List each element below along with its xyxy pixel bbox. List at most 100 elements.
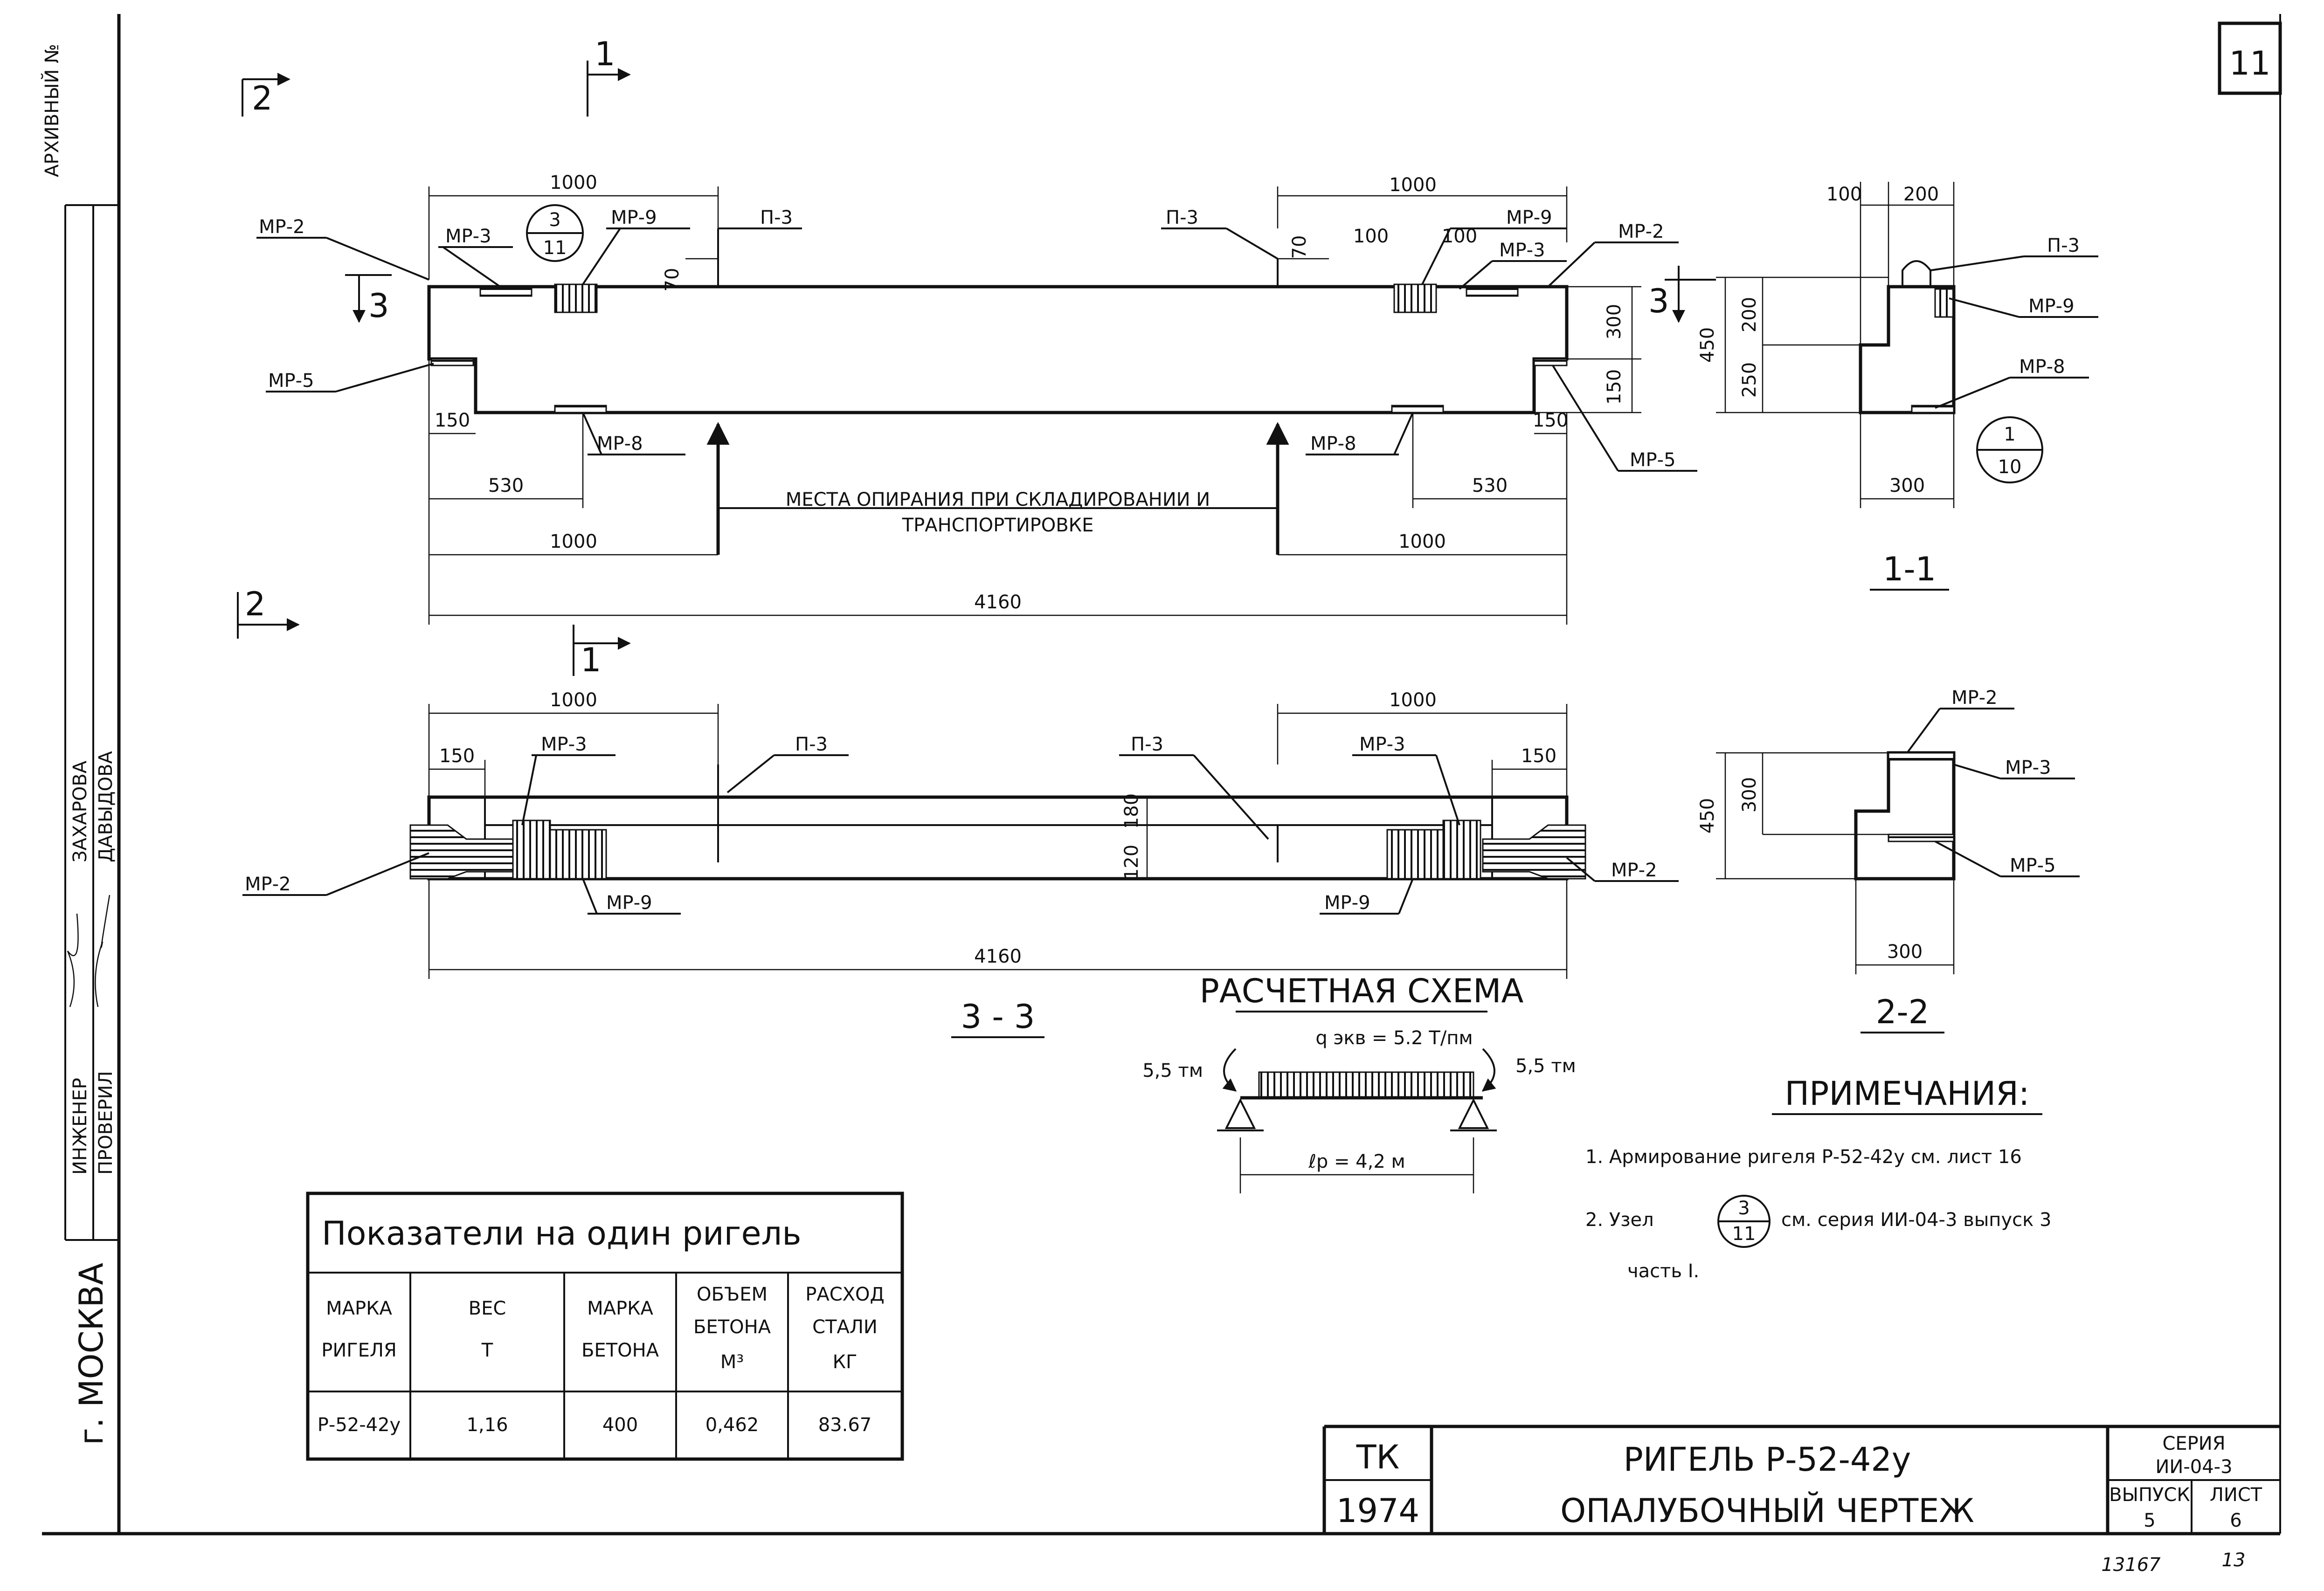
scheme-moment-left: 5,5 тм [1142, 1060, 1203, 1081]
stamp-city: г. МОСКВА [72, 1263, 111, 1445]
svg-text:П-3: П-3 [760, 207, 793, 228]
leader-mr3-right: МР-3 [1459, 240, 1567, 290]
leader-mr8-left: МР-8 [582, 412, 685, 455]
notes: ПРИМЕЧАНИЯ: 1. Армирование ригеля Р-52-4… [1585, 1074, 2051, 1282]
plate-mr9-left [554, 283, 598, 313]
section-1-1-title: 1-1 [1883, 550, 1936, 588]
notes-title: ПРИМЕЧАНИЯ: [1785, 1074, 2030, 1113]
table-cell-mark: Р-52-42у [318, 1414, 401, 1436]
elevation-dimensions: 1000 1000 70 70 100 100 300 150 150 150 [428, 172, 1641, 625]
plate-mr5-right [1533, 358, 1568, 366]
archive-ref: 13167 [2101, 1554, 2161, 1576]
svg-text:70: 70 [662, 268, 683, 292]
scheme-load: q экв = 5.2 Т/пм [1315, 1027, 1473, 1049]
svg-text:МР-2: МР-2 [259, 216, 305, 238]
leader-p3-left: П-3 [717, 207, 802, 259]
svg-text:3: 3 [549, 209, 560, 231]
svg-text:МР-3: МР-3 [445, 226, 491, 247]
plate-mr5-left [430, 358, 474, 366]
svg-text:530: 530 [488, 475, 524, 496]
svg-text:МР-8: МР-8 [597, 433, 643, 455]
svg-text:3: 3 [1738, 1198, 1750, 1219]
svg-text:4160: 4160 [974, 592, 1022, 613]
title-sheet-label: ЛИСТ [2210, 1484, 2262, 1506]
leader-p3-plan-right: П-3 [1119, 734, 1269, 840]
title-line1: РИГЕЛЬ Р-52-42у [1624, 1440, 1911, 1479]
svg-text:П-3: П-3 [1166, 207, 1198, 228]
svg-text:МР-3: МР-3 [1359, 734, 1405, 755]
svg-text:1: 1 [2004, 424, 2015, 445]
section-1-1: 100 200 450 200 250 300 П-3 МР-9 МР-8 1 … [1697, 182, 2098, 591]
svg-text:МР-3: МР-3 [541, 734, 587, 755]
leader-mr3-plan-left: МР-3 [521, 734, 616, 826]
title-sheet: 6 [2230, 1510, 2241, 1531]
svg-text:БЕТОНА: БЕТОНА [693, 1316, 771, 1338]
svg-text:150: 150 [435, 410, 470, 431]
svg-text:150: 150 [1521, 745, 1556, 767]
title-org: ТК [1356, 1438, 1399, 1476]
svg-text:1000: 1000 [550, 689, 597, 711]
svg-text:250: 250 [1739, 362, 1760, 398]
svg-text:МР-9: МР-9 [1324, 892, 1370, 914]
leader-mr2-plan-right: МР-2 [1566, 857, 1679, 882]
svg-text:100: 100 [1442, 226, 1477, 247]
title-issue-label: ВЫПУСК [2109, 1484, 2190, 1506]
table-cell-concrete: 400 [602, 1414, 638, 1436]
leader-mr2-plan-left: МР-2 [242, 852, 429, 896]
title-series: ИИ-04-3 [2155, 1456, 2232, 1478]
svg-text:200: 200 [1739, 297, 1760, 332]
scheme-title: РАСЧЕТНАЯ СХЕМА [1200, 972, 1524, 1010]
svg-text:МАРКА: МАРКА [587, 1298, 653, 1319]
section-marker-2-bottom: 2 [237, 585, 300, 639]
svg-text:300: 300 [1604, 304, 1625, 339]
svg-text:ВЕС: ВЕС [469, 1298, 506, 1319]
leader-p3-plan-left: П-3 [726, 734, 849, 793]
support-note-line1: МЕСТА ОПИРАНИЯ ПРИ СКЛАДИРОВАНИИ И [786, 489, 1210, 510]
leader-mr5-left: МР-5 [266, 363, 434, 393]
svg-text:МР-3: МР-3 [2005, 757, 2051, 778]
svg-text:П-3: П-3 [1131, 734, 1163, 755]
leader-mr9-right: МР-9 [1421, 207, 1567, 285]
svg-text:МР-9: МР-9 [611, 207, 657, 228]
scheme-moment-right: 5,5 тм [1515, 1055, 1576, 1077]
notes-line3: часть I. [1627, 1260, 1699, 1282]
stamp-archive: АРХИВНЫЙ № [41, 44, 63, 177]
title-issue: 5 [2144, 1510, 2155, 1531]
sheet-number: 11 [2229, 44, 2270, 83]
svg-text:120: 120 [1121, 845, 1142, 880]
leader-mr2-right: МР-2 [1547, 221, 1679, 288]
svg-text:200: 200 [1903, 184, 1939, 205]
svg-text:МР-3: МР-3 [1499, 240, 1545, 261]
svg-text:150: 150 [439, 745, 475, 767]
svg-text:ОБЪЕМ: ОБЪЕМ [697, 1284, 768, 1305]
svg-text:3: 3 [1648, 282, 1669, 320]
side-stamp: АРХИВНЫЙ № ИНЖЕНЕР ПРОВЕРИЛ ЗАХАРОВА ДАВ… [41, 44, 119, 1445]
title-line2: ОПАЛУБОЧНЫЙ ЧЕРТЕЖ [1560, 1492, 1974, 1530]
stamp-checked-name: ДАВЫДОВА [95, 751, 117, 862]
svg-text:МР-9: МР-9 [2028, 296, 2075, 317]
leader-mr9-plan-right: МР-9 [1320, 878, 1414, 915]
notes-line1: 1. Армирование ригеля Р-52-42у см. лист … [1585, 1146, 2022, 1168]
title-block: ТК 1974 РИГЕЛЬ Р-52-42у ОПАЛУБОЧНЫЙ ЧЕРТ… [1322, 1425, 2280, 1534]
notes-line2-post: см. серия ИИ-04-3 выпуск 3 [1781, 1209, 2051, 1231]
svg-text:МР-2: МР-2 [1611, 860, 1657, 881]
stamp-signatures [67, 895, 111, 1007]
leader-mr3-left: МР-3 [438, 226, 513, 290]
svg-text:П-3: П-3 [2047, 235, 2080, 256]
svg-text:530: 530 [1472, 475, 1508, 496]
svg-text:РАСХОД: РАСХОД [805, 1284, 885, 1305]
svg-text:1000: 1000 [550, 172, 597, 193]
svg-text:150: 150 [1533, 410, 1568, 431]
title-year: 1974 [1336, 1492, 1419, 1530]
section-marker-1-top: 1 [587, 35, 631, 117]
plate-mr8-right [1391, 405, 1444, 413]
plan-3-3-title: 3 - 3 [961, 998, 1035, 1036]
svg-text:4160: 4160 [974, 946, 1022, 967]
title-series-label: СЕРИЯ [2162, 1433, 2225, 1454]
table-cell-steel: 83.67 [818, 1414, 872, 1436]
section-2-2: 450 300 300 МР-2 МР-3 МР-5 2-2 [1697, 687, 2080, 1033]
leader-mr2-sec2: МР-2 [1906, 687, 2014, 754]
svg-text:11: 11 [1732, 1223, 1756, 1245]
plate-mr3-left [479, 288, 533, 297]
svg-text:180: 180 [1121, 793, 1142, 829]
